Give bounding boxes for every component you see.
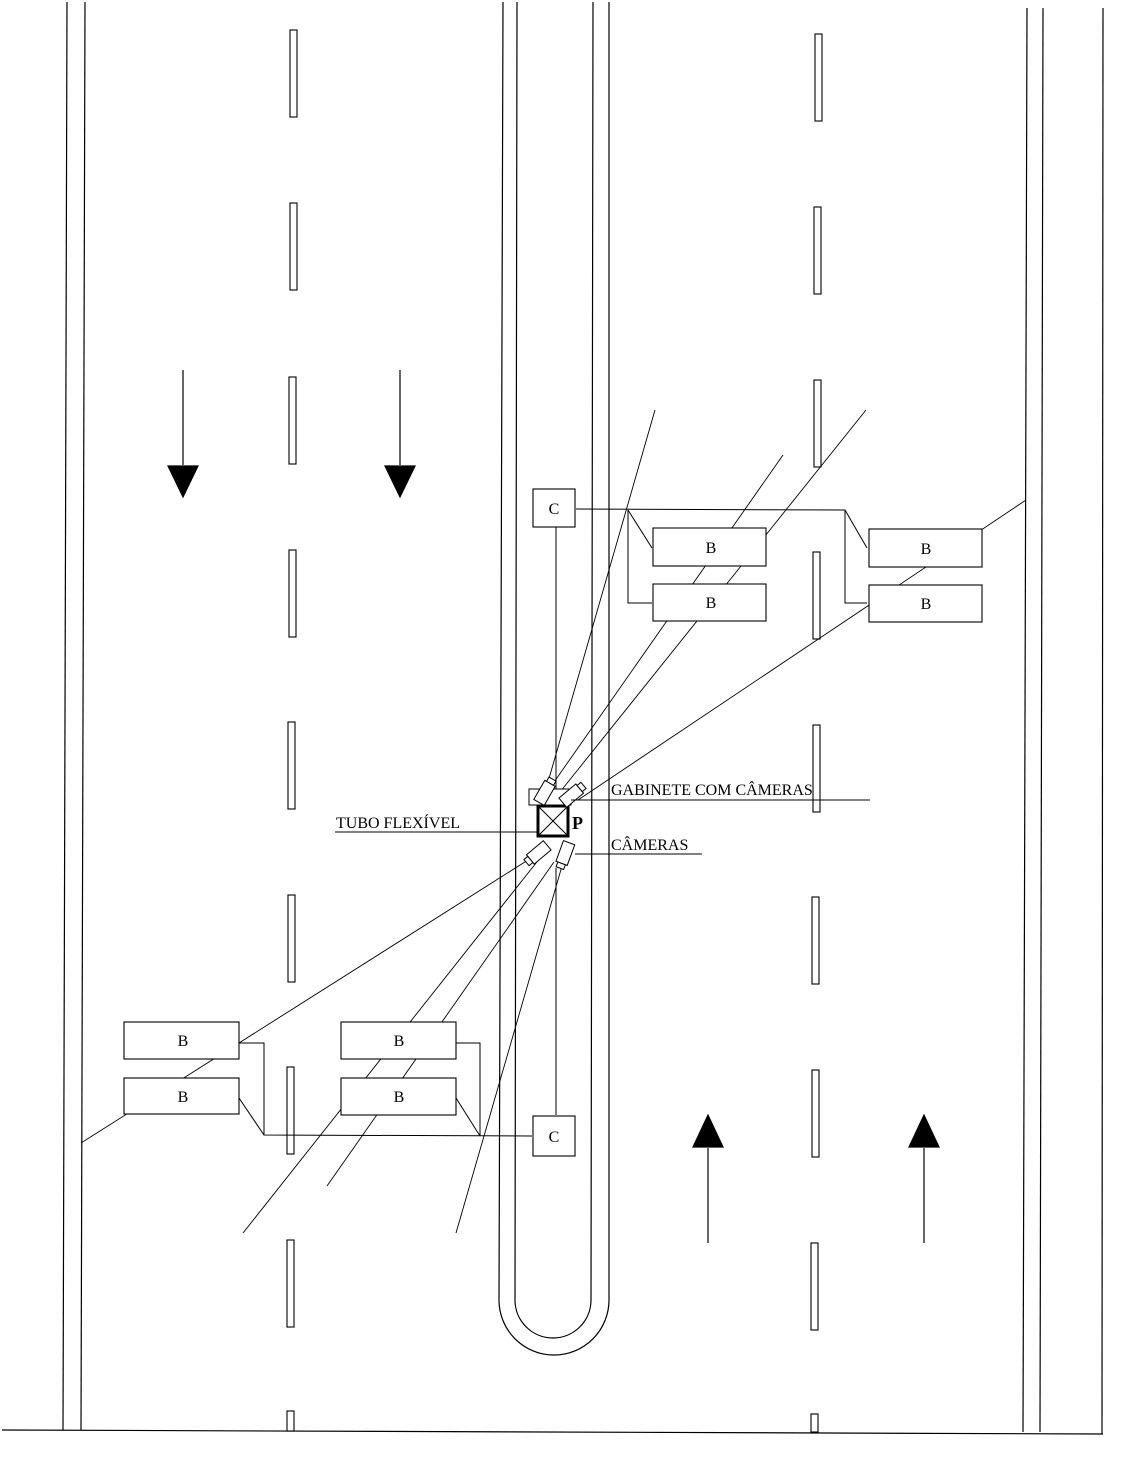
buried-box-label: B (394, 1089, 405, 1106)
lane-dash (289, 202, 298, 291)
camera-icon (523, 839, 552, 867)
lane-dash (286, 1066, 295, 1155)
buried-box: B (340, 1021, 457, 1060)
buried-box: B (123, 1021, 240, 1060)
buried-box-label: B (921, 541, 932, 558)
wire-top (844, 510, 867, 604)
lane-dashes (286, 29, 823, 1433)
camera-icon (558, 781, 587, 809)
lane-dash (286, 1410, 295, 1432)
lane-dash (812, 551, 821, 640)
camera-cabinet: P (523, 776, 587, 871)
median-island (498, 1, 610, 1356)
wiring (238, 508, 868, 1137)
right-outer-edge (1039, 7, 1044, 1433)
lane-dash (814, 33, 823, 122)
flexible-tube-callout: TUBO FLEXÍVEL (336, 813, 460, 832)
right-inner-edge (1022, 7, 1028, 1433)
left-outer-edge (62, 1, 68, 1431)
buried-box-label: B (394, 1033, 405, 1050)
direction-arrows (167, 370, 940, 1243)
lane-dash (810, 1413, 819, 1433)
wire-bottom (239, 1042, 533, 1137)
lane-dash (811, 896, 820, 985)
controller-box-bottom: C (532, 1115, 576, 1157)
buried-box-label: B (706, 540, 717, 557)
pole-label: P (572, 813, 583, 833)
lane-dash (289, 29, 298, 118)
right-border (1101, 7, 1104, 1435)
left-inner-edge (80, 1, 86, 1431)
buried-box: B (123, 1077, 240, 1115)
wire-bottom (238, 1097, 265, 1136)
controller-box-label: C (549, 1129, 560, 1146)
cameras-callout: CÂMERAS (611, 835, 688, 854)
controller-box-top: C (532, 488, 576, 528)
lane-dash (813, 379, 822, 468)
buried-box-label: B (178, 1033, 189, 1050)
buried-box-label: B (178, 1089, 189, 1106)
callouts (335, 799, 870, 855)
arrow-down-icon (384, 465, 416, 499)
wire-bottom (455, 1097, 481, 1137)
pole-cross (537, 805, 569, 837)
lane-dash (287, 721, 296, 810)
sight-line (547, 409, 656, 783)
cabinet-callout: GABINETE COM CÂMERAS (611, 780, 813, 799)
arrow-up-icon (692, 1113, 724, 1148)
buried-box: B (868, 528, 983, 568)
median-inner (514, 1, 594, 1339)
camera-icon (555, 840, 576, 871)
lane-dash (813, 206, 822, 295)
lane-dash (811, 1069, 820, 1158)
lane-dash (287, 894, 296, 983)
lane-dash (810, 1242, 819, 1331)
sight-line (455, 865, 563, 1234)
lane-dash (288, 376, 297, 465)
buried-box: B (652, 583, 767, 622)
arrow-down-icon (167, 465, 199, 499)
wire-bottom (456, 1042, 481, 1136)
lane-dash (812, 724, 821, 813)
buried-box: B (868, 584, 983, 623)
wire-top (627, 509, 653, 549)
road-edges (1, 1, 1104, 1435)
arrow-up-icon (908, 1113, 940, 1148)
controller-box-label: C (549, 501, 560, 518)
bottom-border (1, 1429, 1104, 1435)
buried-box-label: B (706, 595, 717, 612)
buried-box-label: B (921, 596, 932, 613)
lane-dash (288, 549, 297, 638)
camera-icon (533, 776, 557, 807)
median-outer (498, 1, 610, 1356)
lane-dash (286, 1239, 295, 1328)
buried-box: B (340, 1077, 457, 1116)
buried-box: B (652, 527, 767, 567)
wire-top (627, 510, 652, 604)
